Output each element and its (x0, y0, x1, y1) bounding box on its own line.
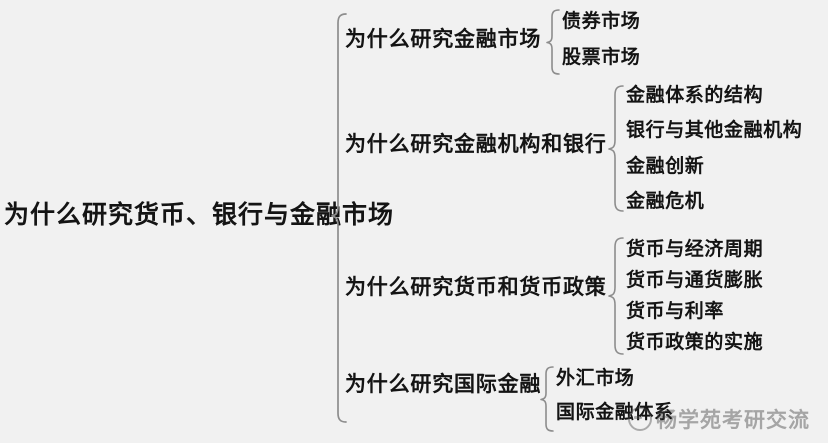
mindmap-leaf-node: 股票市场 (562, 47, 641, 68)
mindmap-leaf-node: 债券市场 (562, 11, 641, 32)
mindmap-branch-label-4: 为什么研究国际金融 (345, 372, 542, 396)
mindmap-root-node: 为什么研究货币、银行与金融市场 (4, 202, 395, 229)
mindmap-leaf-node: 货币与经济周期 (626, 239, 764, 260)
mindmap-leaf-node: 外汇市场 (556, 368, 635, 389)
branch-2-brace (608, 85, 624, 212)
mindmap-branch-label-2: 为什么研究金融机构和银行 (345, 132, 607, 156)
watermark-text: 畅学苑考研交流 (656, 409, 810, 432)
mindmap-branch-label-3: 为什么研究货币和货币政策 (345, 275, 607, 299)
mindmap-leaf-node: 国际金融体系 (556, 402, 674, 423)
mindmap-leaf-node: 金融创新 (626, 156, 705, 177)
mindmap-leaf-node: 银行与其他金融机构 (626, 120, 803, 141)
mindmap-leaf-node: 货币与通货膨胀 (626, 270, 764, 291)
mindmap-leaf-node: 货币政策的实施 (626, 332, 764, 353)
mindmap-branch-label-1: 为什么研究金融市场 (345, 27, 542, 51)
branch-3-brace (608, 237, 624, 355)
mindmap-leaf-node: 金融危机 (626, 191, 705, 212)
mindmap-leaf-node: 金融体系的结构 (626, 85, 764, 106)
mindmap-leaf-node: 货币与利率 (626, 301, 725, 322)
